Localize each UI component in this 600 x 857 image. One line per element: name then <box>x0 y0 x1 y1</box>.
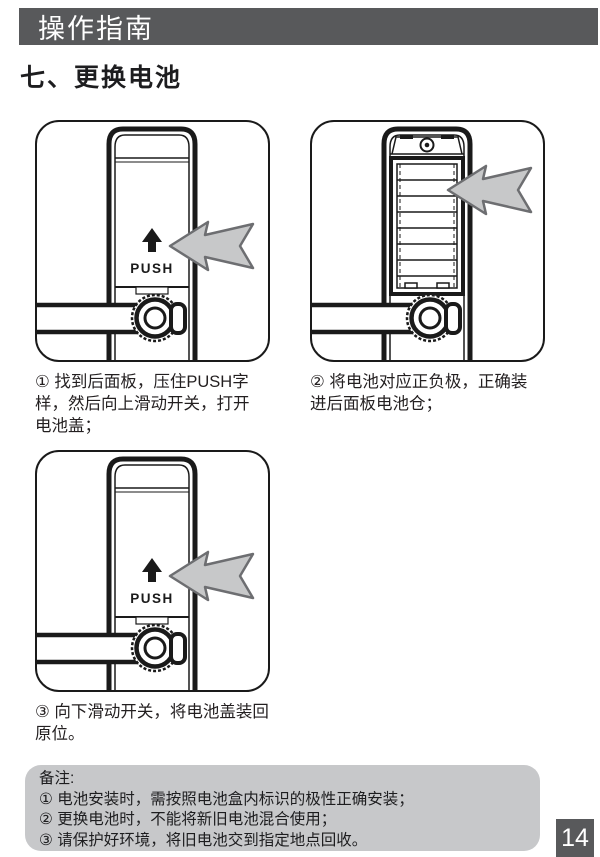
figure-step-1-push-cover: PUSH <box>35 120 270 362</box>
caption-step-1: ① 找到后面板，压住PUSH字 样，然后向上滑动开关，打开 电池盖； <box>35 373 250 435</box>
page-header-title: 操作指南 <box>38 14 154 44</box>
pointer-arrow-icon <box>168 220 255 272</box>
page-header-bar: 操作指南 <box>19 8 598 45</box>
battery-compartment <box>389 156 465 296</box>
push-label: PUSH <box>130 591 174 606</box>
page-number: 14 <box>556 819 594 857</box>
note-item: ② 更换电池时，不能将新旧电池混合使用； <box>39 811 337 828</box>
push-label: PUSH <box>130 261 174 276</box>
pointer-arrow-icon <box>446 164 533 216</box>
battery-slot-dividers <box>397 179 457 277</box>
push-up-arrow-icon <box>142 558 162 582</box>
figure-step-3-push-cover: PUSH <box>35 450 270 692</box>
lock-battery-compartment-illustration <box>312 126 533 360</box>
caption-step-2: ② 将电池对应正负极，正确装 进后面板电池仓； <box>310 373 528 413</box>
notes-title: 备注: <box>39 770 75 787</box>
notes-box: 备注: ① 电池安装时，需按照电池盒内标识的极性正确安装； ② 更换电池时，不能… <box>25 765 540 851</box>
section-title: 七、更换电池 <box>20 64 183 92</box>
figure-step-2-battery-compartment <box>310 120 545 362</box>
caption-step-3: ③ 向下滑动开关，将电池盖装回 原位。 <box>35 703 269 743</box>
pointer-arrow-icon <box>168 550 255 602</box>
push-up-arrow-icon <box>142 228 162 252</box>
lock-back-push-illustration: PUSH <box>37 456 255 690</box>
note-item: ③ 请保护好环境，将旧电池交到指定地点回收。 <box>39 831 368 849</box>
note-item: ① 电池安装时，需按照电池盒内标识的极性正确安装； <box>39 790 414 808</box>
lock-back-push-illustration: PUSH <box>37 126 255 360</box>
